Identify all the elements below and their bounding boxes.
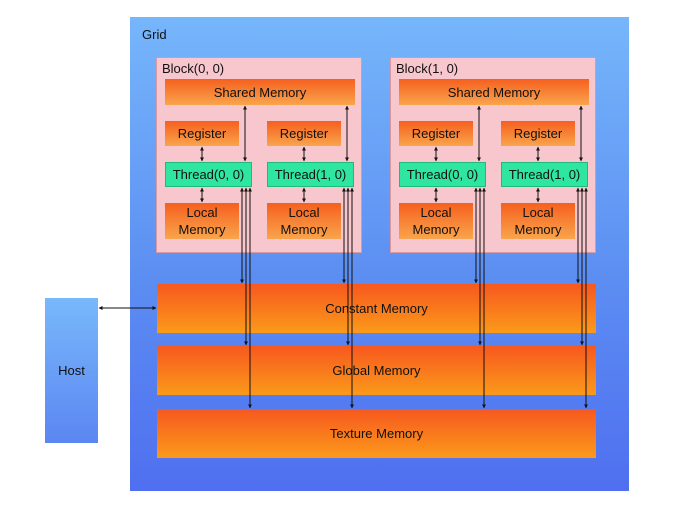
thread-block-0-0: Thread(0, 0) bbox=[165, 162, 252, 187]
register-block-1-thread-1: Register bbox=[501, 121, 575, 146]
register-label: Register bbox=[513, 126, 563, 141]
local-memory-label: Local Memory bbox=[280, 205, 328, 237]
shared-memory-label: Shared Memory bbox=[447, 84, 541, 100]
register-block-0-thread-1: Register bbox=[267, 121, 341, 146]
texture-memory: Texture Memory bbox=[157, 409, 596, 458]
thread-block-0-1: Thread(1, 0) bbox=[267, 162, 354, 187]
register-label: Register bbox=[279, 126, 329, 141]
local-memory-label: Local Memory bbox=[412, 205, 460, 237]
local-memory-label: Local Memory bbox=[514, 205, 562, 237]
shared-memory-block-1: Shared Memory bbox=[399, 79, 589, 105]
register-block-0-thread-0: Register bbox=[165, 121, 239, 146]
local-memory-block-0-thread-1: Local Memory bbox=[267, 203, 341, 239]
thread-label: Thread(0, 0) bbox=[172, 167, 245, 182]
register-label: Register bbox=[411, 126, 461, 141]
grid-label: Grid bbox=[142, 27, 167, 42]
thread-label: Thread(1, 0) bbox=[274, 167, 347, 182]
texture-memory-label: Texture Memory bbox=[329, 426, 424, 441]
host-box: Host bbox=[45, 298, 98, 443]
global-memory-label: Global Memory bbox=[332, 363, 421, 378]
thread-block-1-0: Thread(0, 0) bbox=[399, 162, 486, 187]
global-memory: Global Memory bbox=[157, 346, 596, 395]
local-memory-label: Local Memory bbox=[178, 205, 226, 237]
register-block-1-thread-0: Register bbox=[399, 121, 473, 146]
thread-label: Thread(0, 0) bbox=[406, 167, 479, 182]
thread-label: Thread(1, 0) bbox=[508, 167, 581, 182]
local-memory-block-0-thread-0: Local Memory bbox=[165, 203, 239, 239]
constant-memory: Constant Memory bbox=[157, 284, 596, 333]
local-memory-block-1-thread-0: Local Memory bbox=[399, 203, 473, 239]
thread-block-1-1: Thread(1, 0) bbox=[501, 162, 588, 187]
block-0-label: Block(0, 0) bbox=[162, 61, 225, 76]
shared-memory-label: Shared Memory bbox=[213, 84, 307, 100]
constant-memory-label: Constant Memory bbox=[325, 301, 428, 316]
register-label: Register bbox=[177, 126, 227, 141]
block-1-label: Block(1, 0) bbox=[396, 61, 459, 76]
shared-memory-block-0: Shared Memory bbox=[165, 79, 355, 105]
host-label: Host bbox=[58, 363, 85, 378]
local-memory-block-1-thread-1: Local Memory bbox=[501, 203, 575, 239]
